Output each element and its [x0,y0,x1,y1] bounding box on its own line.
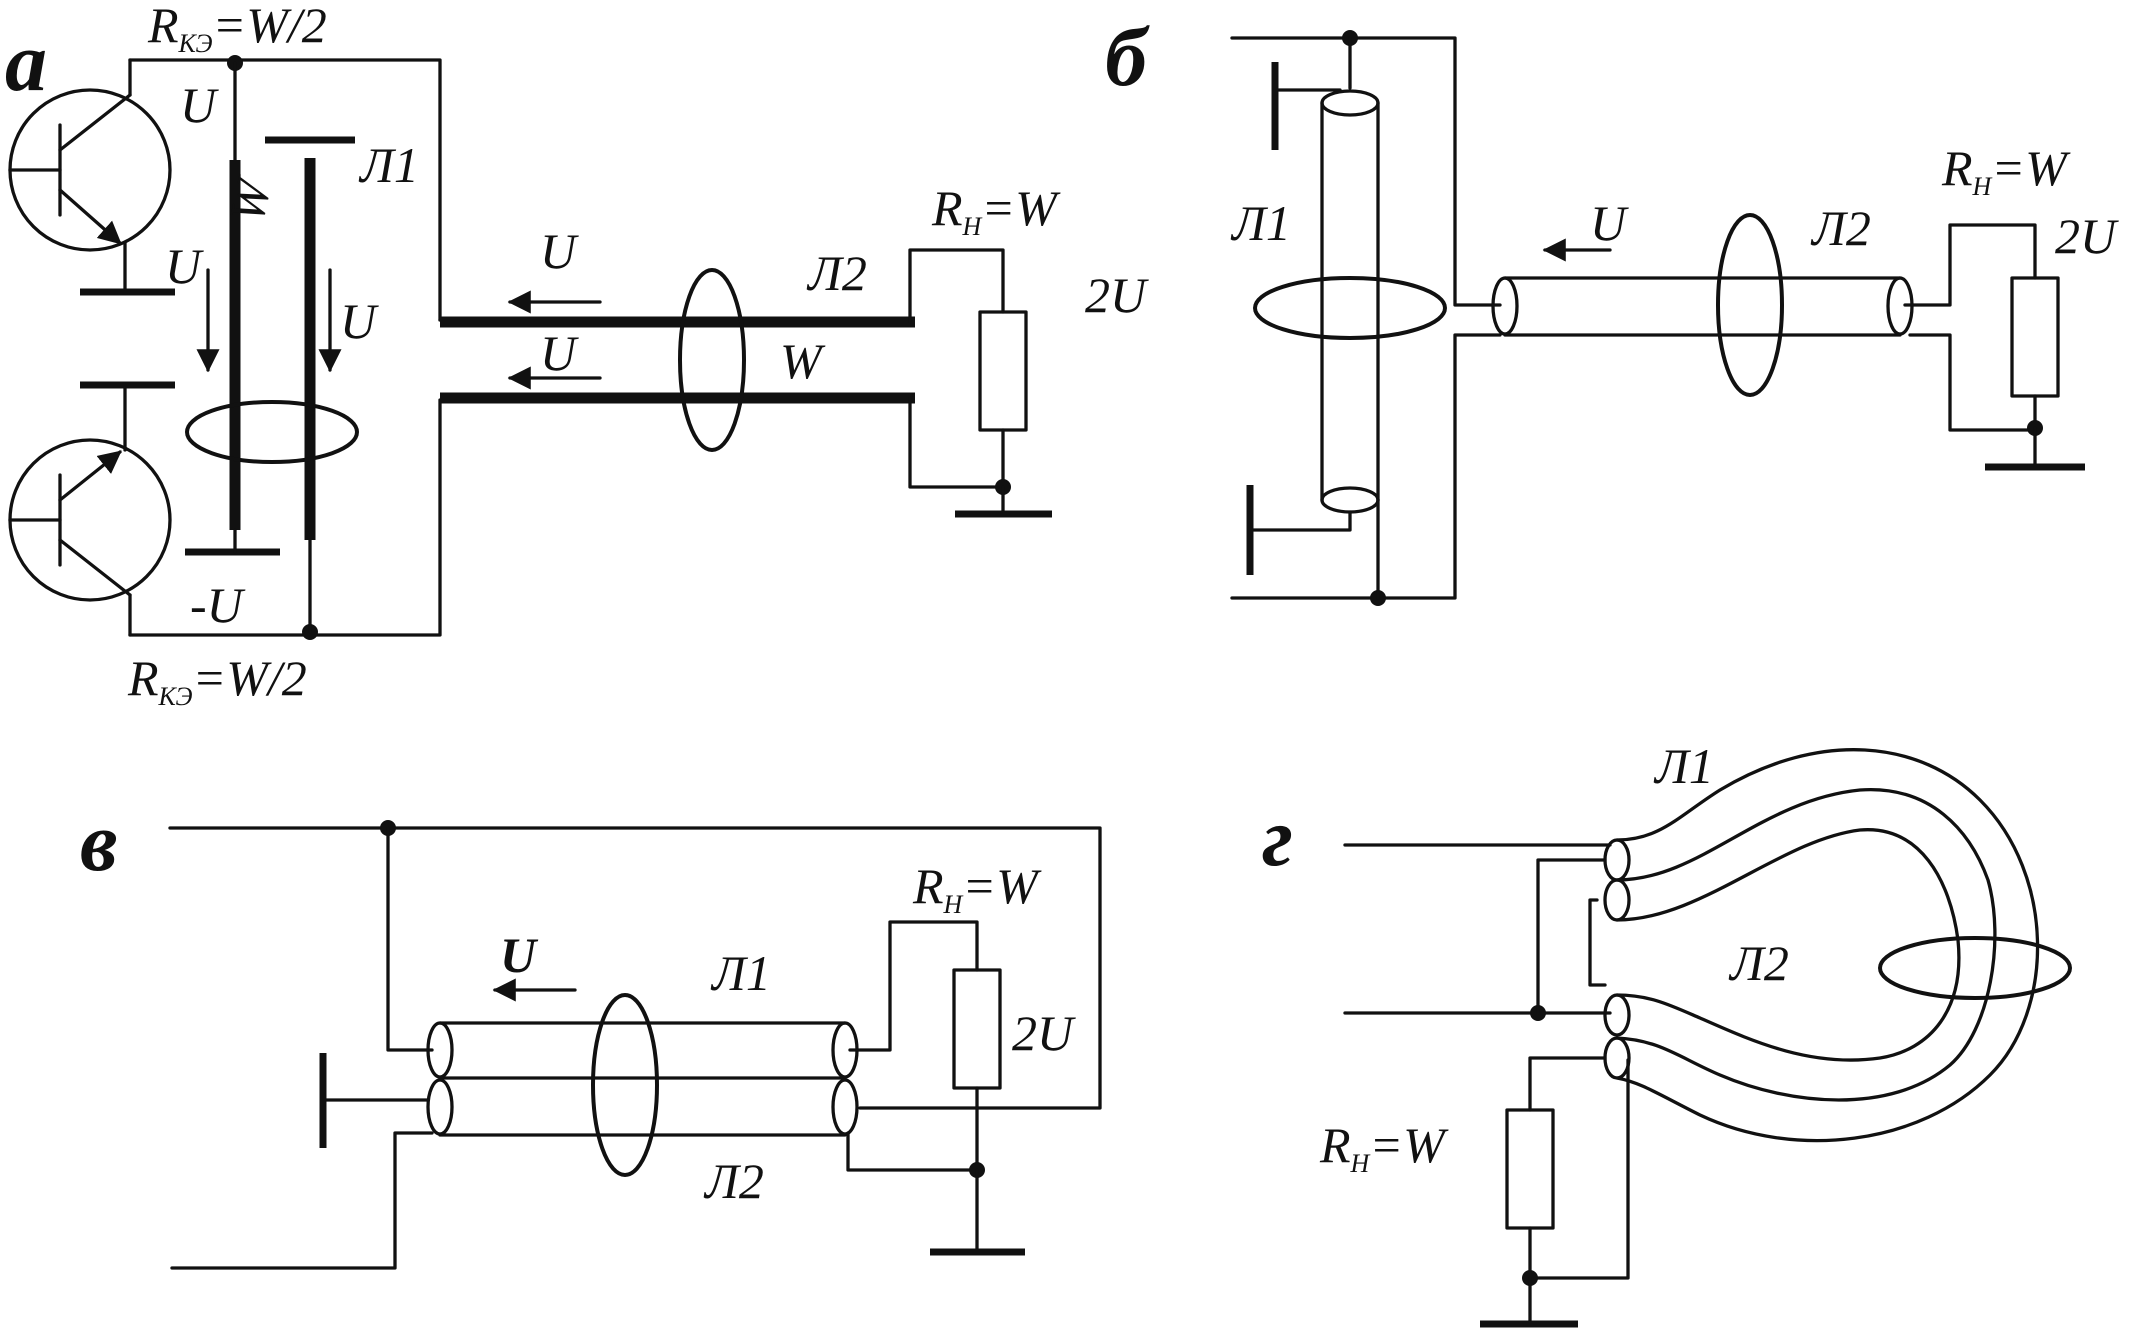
u-right-label: U [340,293,379,349]
panel-b: б [1105,11,2119,606]
rn-label-v: RН=W [912,858,1042,919]
panel-a: а [5,0,1149,711]
u-arrow-upper-label: U [540,223,579,279]
minus-u-label: -U [190,577,246,633]
output-2u-label-b: 2U [2055,208,2119,264]
l1-label-a: Л1 [358,137,419,193]
w-line-label: W [780,333,826,389]
line-l2-a [438,268,915,452]
u-top-label: U [180,77,219,133]
u-left-label: U [165,238,204,294]
w-vertical-label: W [218,171,282,228]
l2-label-g: Л2 [1728,935,1789,991]
output-2u-label-v: 2U [1012,1005,1076,1061]
rn-label-g: RН=W [1319,1117,1449,1178]
u-arrow-label-v: U [500,927,539,983]
l2-label-v: Л2 [703,1153,764,1209]
load-resistor-g [1480,1056,1630,1328]
u-arrow-label-b: U [1590,195,1629,251]
l2-label-a: Л2 [806,245,867,301]
looped-cable-g [1615,748,2072,1143]
coax-l2-b [1491,213,1914,397]
rn-label-a: RН=W [931,180,1061,241]
coax-ends-g [1603,838,1631,1080]
load-resistor-a [908,248,1052,518]
panel-a-letter: а [5,16,47,109]
panel-g-letter: г [1262,791,1293,884]
r-ke-top-label: RКЭ=W/2 [147,0,327,58]
panel-v: в U [80,796,1102,1270]
panel-b-letter: б [1105,11,1150,104]
l1-label-b: Л1 [1230,195,1291,251]
l1-label-v: Л1 [710,945,771,1001]
transistor-bottom [8,381,175,637]
l1-label-g: Л1 [1653,738,1714,794]
r-ke-bottom-label: RКЭ=W/2 [127,650,307,711]
load-resistor-v [846,920,1025,1256]
output-2u-label-a: 2U [1085,267,1149,323]
vertical-line-l1 [185,136,359,556]
rn-label-b: RН=W [1941,140,2071,201]
panel-v-letter: в [80,796,118,889]
coax-l1-b [1246,62,1447,600]
load-resistor-b [1903,223,2085,471]
l2-label-b: Л2 [1810,200,1871,256]
panel-g: г Л1 Л2 [1262,738,2072,1328]
twin-coax-v [319,978,859,1177]
u-arrow-lower-label: U [540,325,579,381]
transistor-top [8,58,175,296]
